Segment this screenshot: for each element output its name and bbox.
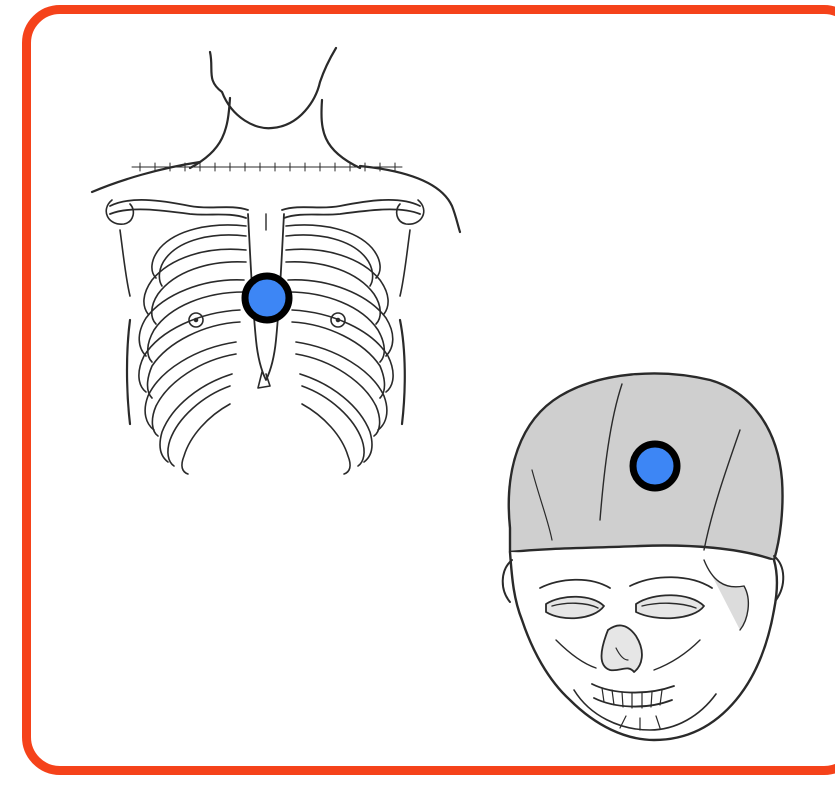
sternum-marker[interactable] — [245, 276, 289, 320]
skull-icon — [503, 373, 784, 740]
skull-marker[interactable] — [633, 444, 677, 488]
torso-skeleton-icon — [92, 48, 460, 474]
